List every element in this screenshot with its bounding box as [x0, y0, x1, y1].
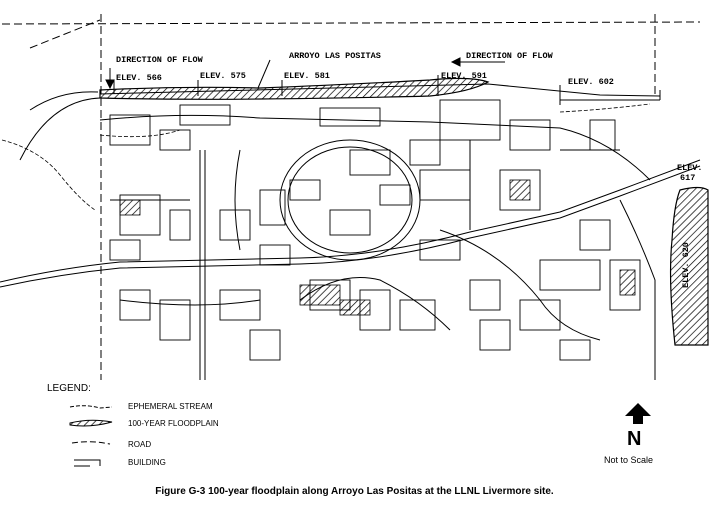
flow-label-left: DIRECTION OF FLOW: [116, 55, 204, 65]
legend-road-symbol: [71, 441, 111, 445]
elev-label-575: ELEV. 575: [200, 71, 246, 81]
flow-label-right: DIRECTION OF FLOW: [466, 51, 554, 61]
elev-label-617-b: 617: [680, 173, 695, 183]
legend-symbols: [69, 405, 113, 467]
floodplain-east: [669, 186, 709, 346]
flow-arrows: [105, 57, 505, 90]
legend-title: LEGEND:: [47, 383, 91, 394]
elevation-ticks: [113, 75, 661, 105]
road-network: [0, 91, 701, 380]
elev-label-602: ELEV. 602: [568, 77, 614, 87]
elev-label-591: ELEV. 591: [441, 71, 487, 81]
legend-item-building: BUILDING: [128, 458, 166, 467]
legend-floodplain-symbol: [69, 419, 113, 427]
arroyo-channel: [99, 83, 661, 97]
creek-name-label: ARROYO LAS POSITAS: [289, 51, 381, 61]
elev-label-566: ELEV. 566: [116, 73, 162, 83]
legend-item-floodplain: 100-YEAR FLOODPLAIN: [128, 419, 219, 428]
north-arrow-icon: N: [625, 403, 651, 450]
legend-item-stream: EPHEMERAL STREAM: [128, 402, 213, 411]
legend-item-road: ROAD: [128, 440, 152, 449]
elev-label-617-a: ELEV.: [677, 163, 703, 173]
scale-note: Not to Scale: [604, 455, 654, 465]
elev-label-581: ELEV. 581: [284, 71, 330, 81]
legend-building-symbol: [74, 459, 101, 467]
legend-stream-symbol: [69, 405, 113, 409]
buildings: [109, 99, 641, 361]
figure-caption: Figure G-3 100-year floodplain along Arr…: [155, 486, 554, 497]
north-letter: N: [627, 428, 641, 450]
building-clusters: [119, 179, 636, 316]
elev-label-620: ELEV. 620: [681, 242, 691, 288]
site-boundary: [1, 14, 701, 380]
